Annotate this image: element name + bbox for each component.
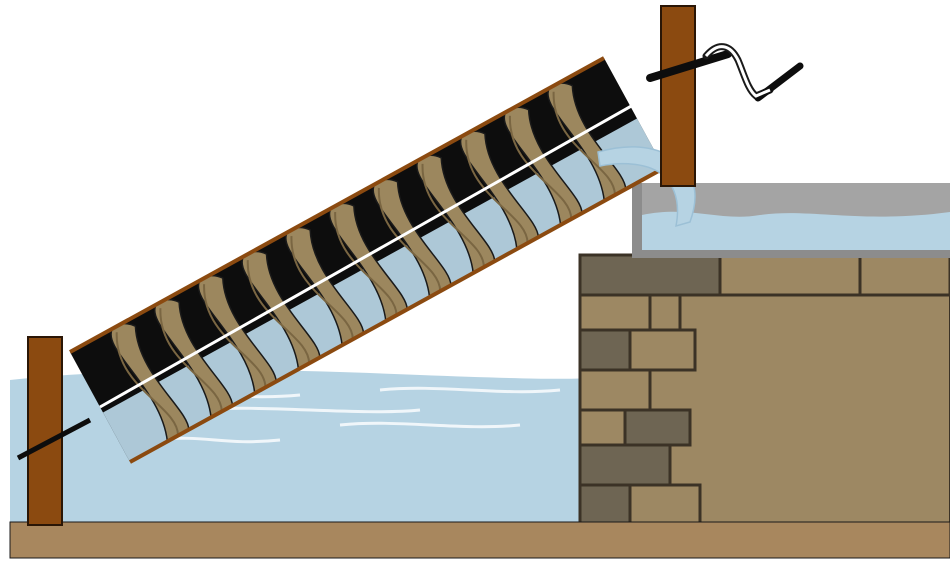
screw-blade-shade	[508, 115, 573, 220]
upper-support-post	[660, 5, 696, 187]
axle-lower-end	[16, 417, 92, 461]
screw-blade-shade	[159, 308, 223, 412]
archimedes-screw	[69, 56, 665, 464]
wall-stone	[623, 408, 692, 447]
tank-floor	[632, 250, 950, 258]
screw-blades	[110, 82, 627, 443]
wall-stone	[578, 368, 652, 412]
wall-stone	[578, 483, 632, 527]
ground	[9, 521, 950, 559]
screw-blade-shade	[334, 211, 398, 316]
wall-stone	[628, 328, 697, 372]
water-ripple	[379, 386, 561, 394]
wall-stone	[648, 293, 682, 332]
wall-stone	[718, 253, 862, 297]
screw-blade-shade	[377, 187, 442, 292]
crank-arm-highlight	[704, 45, 771, 98]
stone-wall	[578, 253, 950, 527]
screw-blade-shade	[290, 236, 354, 340]
screw-tube-bottom-edge	[129, 166, 665, 464]
screw-blade-shade	[203, 284, 267, 388]
wall-stone	[578, 253, 722, 297]
lower-support-post	[27, 336, 63, 526]
screw-axle	[99, 88, 660, 409]
wall-stone	[578, 443, 672, 487]
screw-blade-shade	[465, 139, 529, 244]
screw-blade-shade	[421, 163, 485, 268]
tank-water	[642, 211, 950, 255]
wall-stone	[628, 483, 702, 527]
wall-stone	[578, 408, 627, 447]
screw-blade-shade	[115, 332, 180, 436]
wall-stone	[578, 293, 652, 332]
screw-blade-shade	[246, 260, 311, 364]
water-ripple	[339, 421, 521, 429]
wall-stone	[578, 328, 632, 372]
screw-tube-top-edge	[69, 56, 605, 354]
tank-side-wall	[632, 183, 642, 255]
screw-blade-shade	[552, 91, 616, 196]
wall-stone	[858, 253, 950, 297]
crank-handle-icon	[646, 43, 804, 102]
crank-shaft	[646, 50, 732, 82]
